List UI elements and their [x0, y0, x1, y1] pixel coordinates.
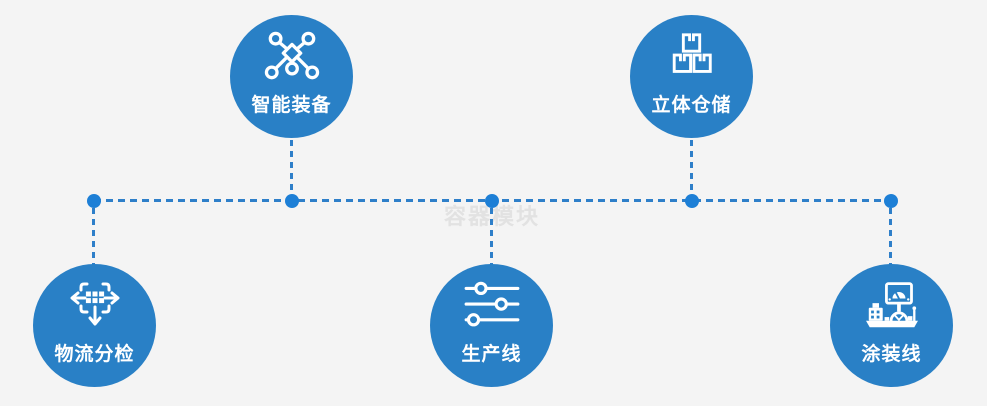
connector-junction-dot — [285, 194, 299, 208]
node-logistics-sorting: 物流分检 — [33, 264, 156, 387]
node-label: 立体仓储 — [651, 95, 732, 116]
node-stereo-warehouse: 立体仓储 — [630, 15, 753, 138]
network-nodes-icon — [261, 28, 323, 84]
painting-machine-icon — [858, 277, 926, 333]
node-label: 智能装备 — [251, 95, 332, 116]
connector-junction-dot — [87, 194, 101, 208]
connector-junction-dot — [685, 194, 699, 208]
connector-vertical-dashed-line — [690, 140, 693, 194]
node-painting-line: 涂装线 — [830, 264, 953, 387]
connector-vertical-dashed-line — [92, 208, 95, 265]
node-label: 涂装线 — [861, 344, 922, 365]
stacked-boxes-icon — [665, 28, 719, 84]
connector-vertical-dashed-line — [290, 140, 293, 194]
node-label: 物流分检 — [54, 344, 135, 365]
sorting-arrows-icon — [67, 277, 123, 333]
node-smart-equipment: 智能装备 — [230, 15, 353, 138]
connector-vertical-dashed-line — [490, 208, 493, 265]
node-label: 生产线 — [461, 344, 522, 365]
connector-junction-dot — [884, 194, 898, 208]
node-production-line: 生产线 — [430, 264, 553, 387]
sliders-icon — [462, 277, 522, 333]
connector-vertical-dashed-line — [889, 208, 892, 265]
connector-junction-dot — [485, 194, 499, 208]
